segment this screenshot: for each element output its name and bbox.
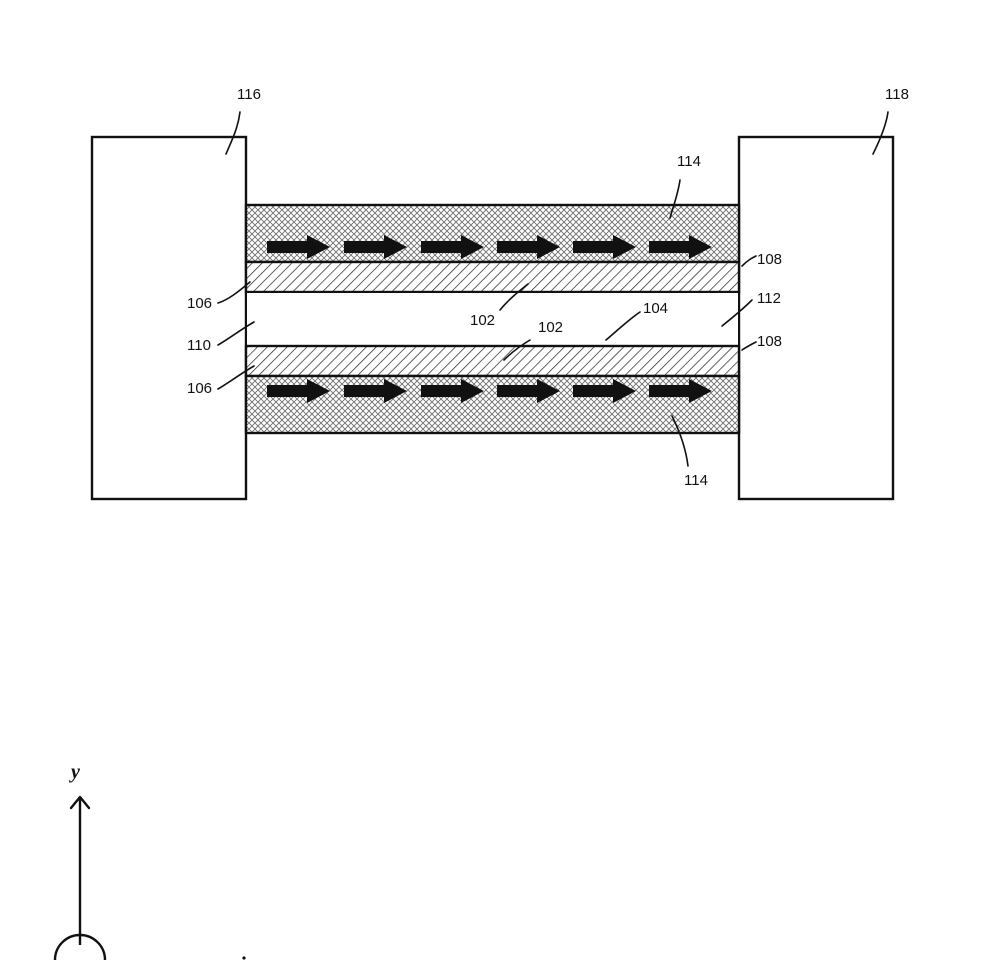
label-108-top: 108 [757, 251, 782, 268]
label-114-top: 114 [677, 153, 701, 170]
axis-mark-dot [242, 956, 245, 959]
coordinate-axis: y [55, 761, 246, 960]
label-108-bottom: 108 [757, 333, 782, 350]
upper-barrier-layer [246, 262, 739, 292]
label-114-bottom: 114 [684, 472, 708, 489]
label-104: 104 [643, 300, 668, 317]
label-102-top: 102 [470, 312, 495, 329]
label-118: 118 [885, 86, 909, 103]
label-112: 112 [757, 290, 781, 307]
label-110: 110 [187, 337, 211, 354]
lower-outer-layer [246, 376, 739, 433]
left-electrode [92, 137, 246, 499]
label-116: 116 [237, 86, 261, 103]
label-106-bottom: 106 [187, 380, 212, 397]
y-axis-label: y [69, 761, 80, 783]
label-106-top: 106 [187, 295, 212, 312]
label-102-bottom: 102 [538, 319, 563, 336]
upper-outer-layer [246, 205, 739, 262]
right-electrode [739, 137, 893, 499]
lower-barrier-layer [246, 346, 739, 376]
